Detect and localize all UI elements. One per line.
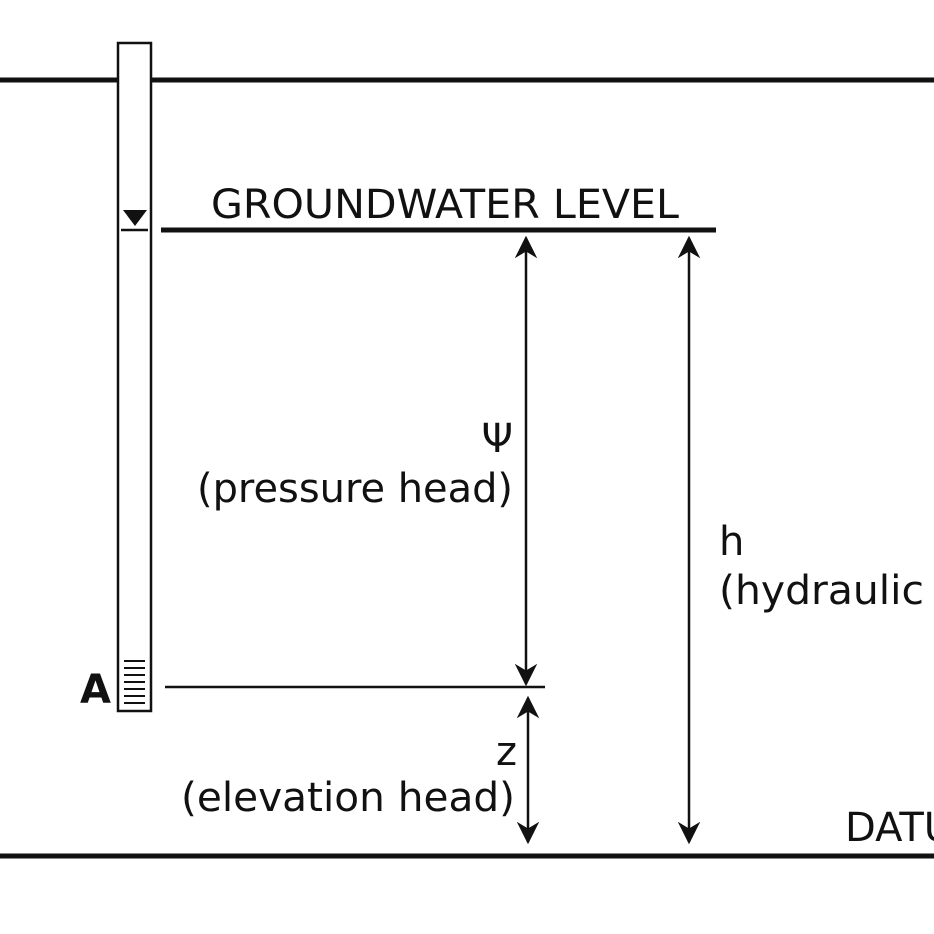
groundwater-level-title: GROUNDWATER LEVEL: [211, 182, 680, 228]
datum-label: DATU: [845, 805, 934, 851]
piezometer-tube: [116, 41, 153, 713]
pressure-head-label: (pressure head): [197, 466, 513, 512]
piezometer-screen-icon: [124, 660, 145, 704]
hydraulic-head-symbol: h: [719, 519, 744, 565]
pressure-head-symbol: Ψ: [482, 416, 513, 462]
elevation-head-label: (elevation head): [181, 775, 515, 821]
water-level-indicator-icon: [121, 210, 148, 232]
point-a-label: A: [80, 667, 111, 713]
elevation-head-symbol: z: [496, 729, 517, 775]
hydraulic-head-label: (hydraulic: [719, 568, 924, 614]
